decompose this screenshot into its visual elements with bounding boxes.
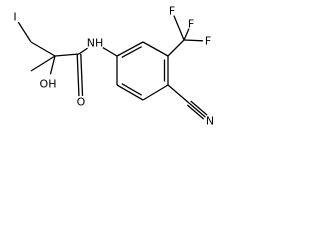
carbonyl-oxygen-atom-label: O <box>77 96 86 109</box>
molecule-structure: I OH O NH F F F N <box>13 5 214 128</box>
amide-nh-atom-label: NH <box>87 37 104 50</box>
bond-cq-me <box>30 55 56 72</box>
fluorine-atom-label-b: F <box>205 35 211 48</box>
bond-r1-r2 <box>116 41 144 57</box>
bond-r4-c-nitrile <box>167 84 190 104</box>
bond-r2-r3 <box>142 41 169 57</box>
iodine-atom-label: I <box>13 11 16 24</box>
bond-c-carbonyl-o-carbonyl-a <box>76 54 80 97</box>
bond-i-ch2 <box>17 21 32 43</box>
bond-c-nitrile-n-nitrile-center <box>188 102 206 118</box>
bond-c-carbonyl-o-carbonyl-b <box>80 53 84 96</box>
atom-label-layer: I OH O NH F F F N <box>13 5 214 128</box>
bond-c-cf3-f-b <box>183 39 204 42</box>
bond-c-nitrile-n-nitrile-b <box>190 100 208 116</box>
bond-r3-c-cf3 <box>167 39 185 57</box>
bond-c-cf3-f-c <box>183 28 190 41</box>
bond-ch2-cq <box>30 41 56 57</box>
hydroxyl-atom-label: OH <box>40 78 57 91</box>
bond-r1-r2-inner <box>121 46 142 58</box>
bond-r5-r6 <box>116 84 144 101</box>
bond-cq-c-carbonyl <box>54 53 80 57</box>
bond-c-carbonyl-n-amide <box>78 47 88 55</box>
fluorine-atom-label-c: F <box>188 18 194 31</box>
nitrile-nitrogen-atom-label: N <box>206 115 214 128</box>
bond-c-cf3-f-a <box>173 15 185 41</box>
bond-n-amide-r1 <box>102 47 118 57</box>
bond-r5-r6-inner <box>121 83 143 96</box>
bond-layer <box>17 15 208 120</box>
bond-cq-o-hydroxyl <box>49 55 56 75</box>
bond-r4-r5 <box>142 84 169 101</box>
bond-c-nitrile-n-nitrile-a <box>186 104 205 120</box>
fluorine-atom-label-a: F <box>169 5 175 18</box>
